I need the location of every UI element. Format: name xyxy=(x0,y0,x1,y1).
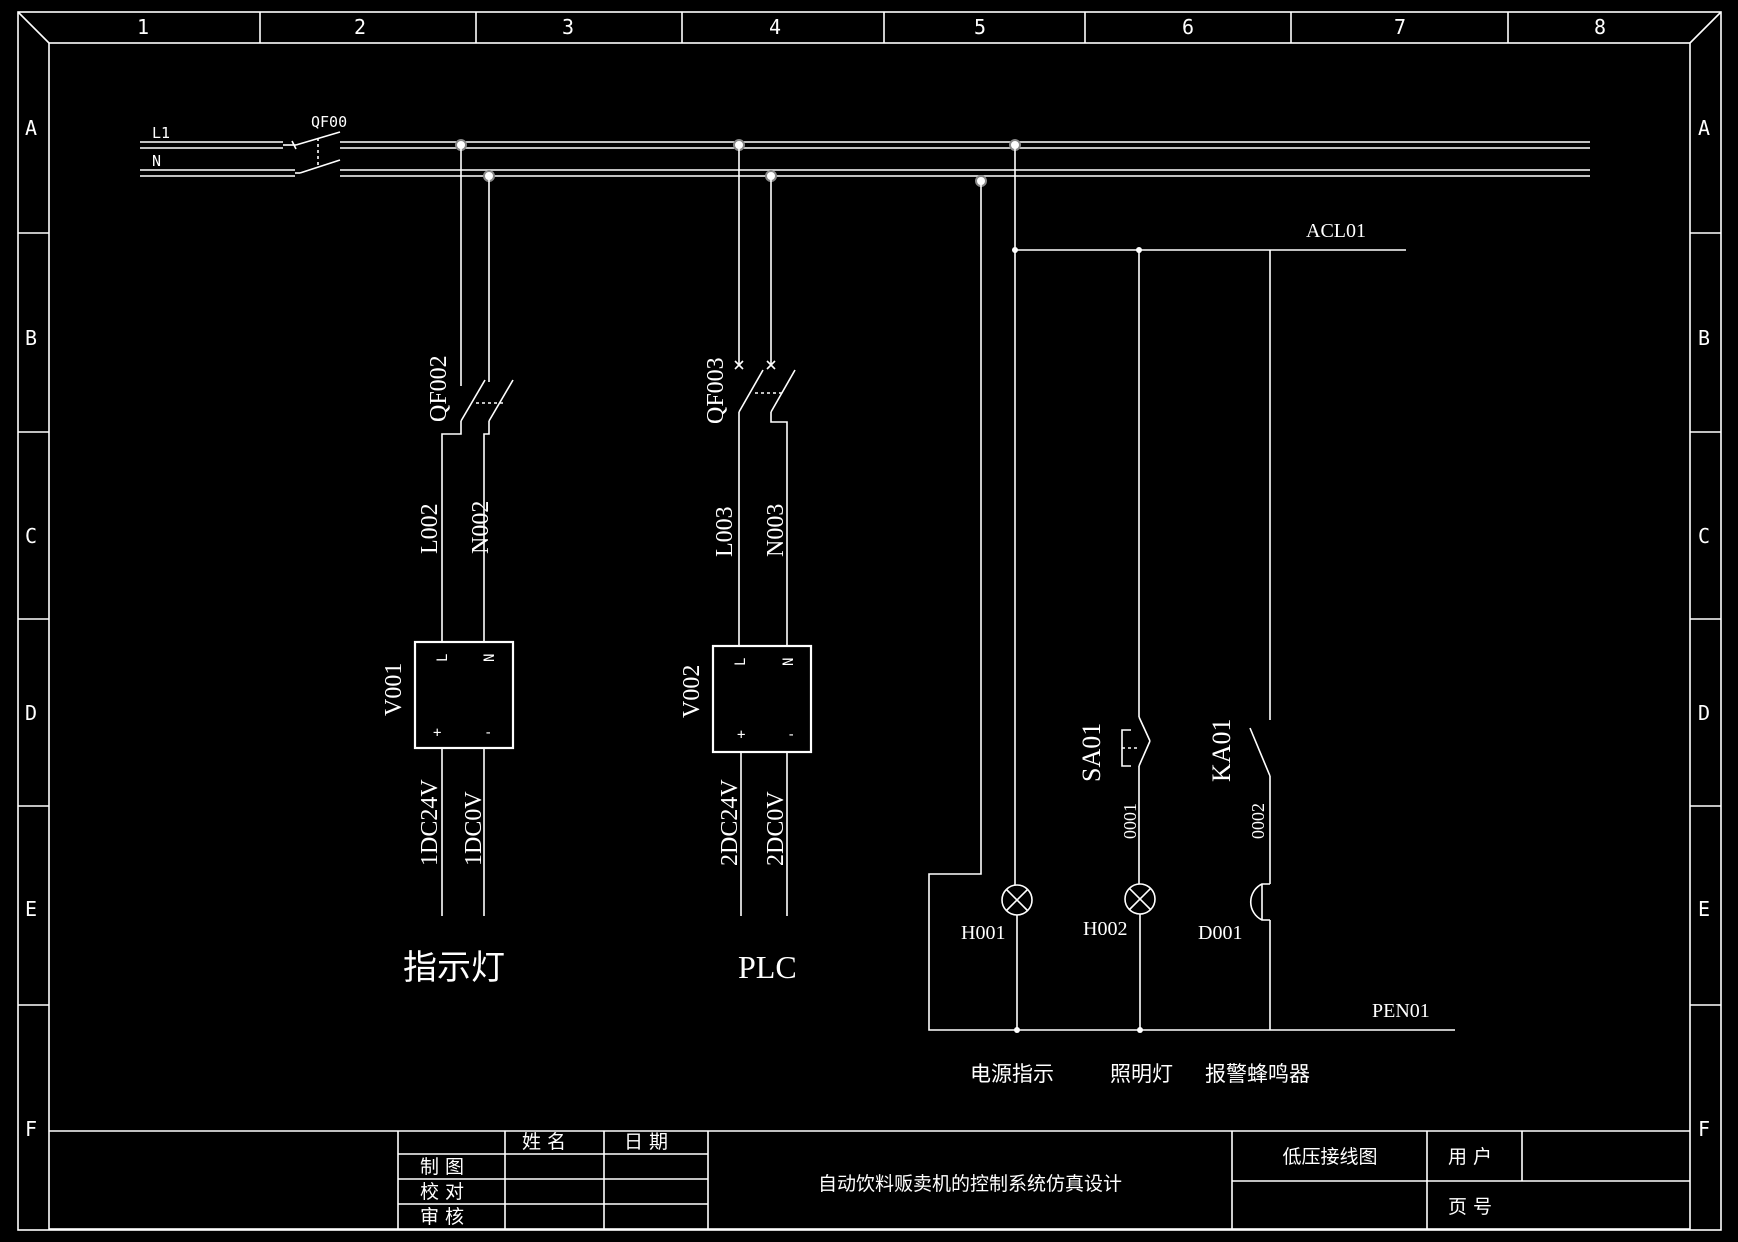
title-block xyxy=(49,1130,1690,1229)
title-row-review: 审 核 xyxy=(420,1206,464,1228)
plc-circuit xyxy=(711,145,813,916)
alarm-buzzer-caption: 报警蜂鸣器 xyxy=(1205,1062,1310,1086)
v002-label: V002 xyxy=(679,665,705,718)
drawing-title: 低压接线图 xyxy=(1282,1146,1377,1168)
column-label-3: 3 xyxy=(562,15,574,39)
row-label-b-right: B xyxy=(1698,326,1710,350)
power-indicator-caption: 电源指示 xyxy=(970,1062,1054,1086)
title-row-draw: 制 图 xyxy=(420,1156,464,1178)
ka01-label: KA01 xyxy=(1207,718,1236,782)
row-label-c-left: C xyxy=(25,524,37,548)
v001-label: V001 xyxy=(381,663,407,716)
indicator-circuit xyxy=(413,145,515,916)
user-label: 用 户 xyxy=(1448,1146,1492,1168)
column-label-2: 2 xyxy=(354,15,366,39)
v001-n-terminal: N xyxy=(482,654,498,662)
indicator-caption: 指示灯 xyxy=(403,948,505,988)
plc-caption: PLC xyxy=(738,949,797,985)
h001-label: H001 xyxy=(961,922,1005,944)
l002-label: L002 xyxy=(417,503,443,554)
v002-n-terminal: N xyxy=(781,658,797,666)
row-label-e-right: E xyxy=(1698,897,1710,921)
main-breaker-symbol xyxy=(283,131,341,174)
lighting-caption: 照明灯 xyxy=(1110,1062,1173,1086)
row-label-a-right: A xyxy=(1698,116,1710,140)
pen01-label: PEN01 xyxy=(1372,1000,1430,1022)
n003-label: N003 xyxy=(763,504,789,557)
row-label-f-right: F xyxy=(1698,1117,1710,1141)
title-row-check: 校 对 xyxy=(420,1181,464,1203)
row-label-d-left: D xyxy=(25,701,37,725)
main-breaker-label: QF00 xyxy=(311,113,347,131)
row-label-a-left: A xyxy=(25,116,37,140)
column-label-1: 1 xyxy=(137,15,149,39)
n-label: N xyxy=(152,152,161,170)
l003-label: L003 xyxy=(712,506,738,557)
n002-label: N002 xyxy=(468,501,494,554)
v002-minus-terminal: - xyxy=(787,727,795,743)
1dc24v-label: 1DC24V xyxy=(417,779,443,866)
v002-l-terminal: L xyxy=(733,658,749,666)
2dc24v-label: 2DC24V xyxy=(717,779,743,866)
title-col-name: 姓 名 xyxy=(522,1131,566,1153)
row-label-f-left: F xyxy=(25,1117,37,1141)
v001-minus-terminal: - xyxy=(484,725,492,741)
project-title: 自动饮料贩卖机的控制系统仿真设计 xyxy=(818,1173,1122,1195)
qf003-label: QF003 xyxy=(703,357,729,424)
l1-label: L1 xyxy=(152,124,170,142)
title-col-date: 日 期 xyxy=(624,1131,668,1153)
column-label-5: 5 xyxy=(974,15,986,39)
row-label-d-right: D xyxy=(1698,701,1710,725)
supply-lines xyxy=(140,141,1590,177)
row-label-e-left: E xyxy=(25,897,37,921)
column-label-7: 7 xyxy=(1394,15,1406,39)
sa01-label: SA01 xyxy=(1077,723,1106,782)
column-label-8: 8 xyxy=(1594,15,1606,39)
d001-label: D001 xyxy=(1198,922,1242,944)
wire-0001-label: 0001 xyxy=(1120,803,1140,839)
h002-label: H002 xyxy=(1083,918,1127,940)
acl01-label: ACL01 xyxy=(1306,220,1366,242)
v002-plus-terminal: + xyxy=(737,727,745,743)
drawing-frame xyxy=(17,11,1722,1231)
v001-plus-terminal: + xyxy=(433,725,441,741)
row-label-c-right: C xyxy=(1698,524,1710,548)
ac-branches xyxy=(928,145,1455,1033)
v001-l-terminal: L xyxy=(435,654,451,662)
qf002-label: QF002 xyxy=(426,355,452,422)
row-label-b-left: B xyxy=(25,326,37,350)
column-label-6: 6 xyxy=(1182,15,1194,39)
2dc0v-label: 2DC0V xyxy=(763,791,789,866)
1dc0v-label: 1DC0V xyxy=(461,791,487,866)
column-label-4: 4 xyxy=(769,15,781,39)
page-number-label: 页 号 xyxy=(1448,1196,1492,1218)
wire-0002-label: 0002 xyxy=(1248,803,1268,839)
